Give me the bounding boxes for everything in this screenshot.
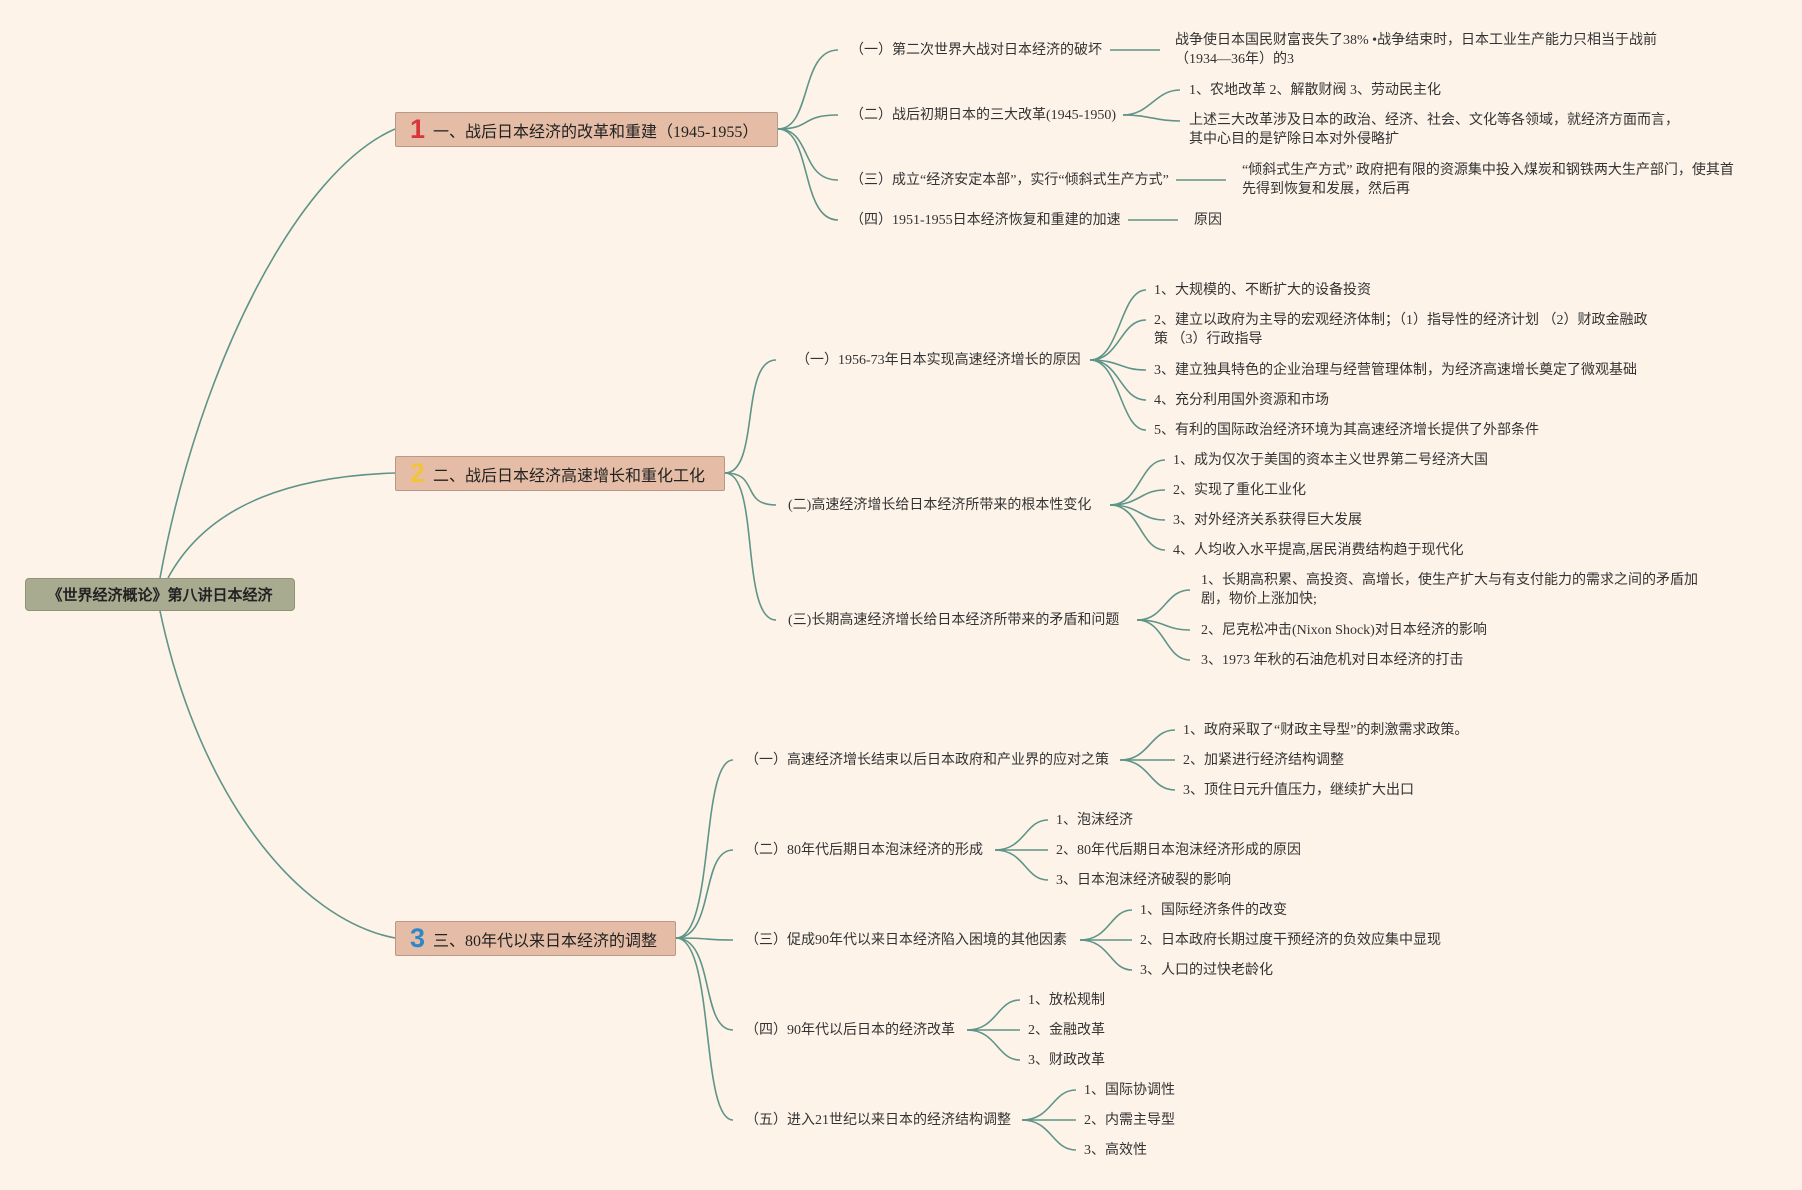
topic-2-2[interactable]: (二)高速经济增长给日本经济所带来的根本性变化 bbox=[788, 498, 1092, 513]
number-1-icon: 1 bbox=[410, 114, 426, 144]
topic-2-3-item-2[interactable]: 2、尼克松冲击(Nixon Shock)对日本经济的影响 bbox=[1201, 623, 1487, 638]
topic-2-1-link-2 bbox=[1089, 319, 1147, 361]
topic-3-4[interactable]: （四）90年代以后日本的经济改革 bbox=[745, 1023, 955, 1038]
topic-3-3-item-1[interactable]: 1、国际经济条件的改变 bbox=[1140, 903, 1287, 918]
topic-2-3-item-3[interactable]: 3、1973 年秋的石油危机对日本经济的打击 bbox=[1201, 653, 1464, 668]
root-link-2 bbox=[167, 472, 396, 579]
topic-1-2[interactable]: （二）战后初期日本的三大改革(1945-1950) bbox=[850, 108, 1116, 123]
section-3-link-1 bbox=[675, 759, 734, 939]
topic-3-1-item-2[interactable]: 2、加紧进行经济结构调整 bbox=[1183, 753, 1344, 768]
topic-3-3-item-2[interactable]: 2、日本政府长期过度干预经济的负效应集中显现 bbox=[1140, 933, 1441, 948]
topic-3-5-link-3 bbox=[1021, 1119, 1077, 1151]
topic-1-1[interactable]: （一）第二次世界大战对日本经济的破坏 bbox=[850, 43, 1102, 58]
topic-3-2-item-3[interactable]: 3、日本泡沫经济破裂的影响 bbox=[1056, 873, 1231, 888]
topic-3-2[interactable]: （二）80年代后期日本泡沫经济的形成 bbox=[745, 843, 983, 858]
section-2-link-3 bbox=[724, 472, 777, 621]
topic-3-1-item-1[interactable]: 1、政府采取了“财政主导型”的刺激需求政策。 bbox=[1183, 723, 1469, 738]
topic-2-1-item-4[interactable]: 4、充分利用国外资源和市场 bbox=[1154, 393, 1329, 408]
topic-2-2-link-1 bbox=[1109, 459, 1166, 506]
topic-1-2-item-1[interactable]: 1、农地改革 2、解散财阀 3、劳动民主化 bbox=[1189, 83, 1441, 98]
topic-3-2-link-3 bbox=[994, 849, 1049, 881]
topic-2-1-item-1[interactable]: 1、大规模的、不断扩大的设备投资 bbox=[1154, 283, 1371, 298]
root-link-1 bbox=[159, 128, 396, 579]
topic-3-2-link-1 bbox=[994, 819, 1049, 851]
topic-3-4-item-2[interactable]: 2、金融改革 bbox=[1028, 1023, 1105, 1038]
topic-3-5-item-2[interactable]: 2、内需主导型 bbox=[1084, 1113, 1175, 1128]
topic-1-2-link-1 bbox=[1122, 89, 1181, 116]
number-3-icon: 3 bbox=[410, 923, 426, 953]
topic-3-5-item-1[interactable]: 1、国际协调性 bbox=[1084, 1083, 1175, 1098]
root-link-3 bbox=[159, 610, 396, 939]
topic-2-1-item-2[interactable]: 2、建立以政府为主导的宏观经济体制；（1）指导性的经济计划 （2）财政金融政策 … bbox=[1154, 313, 1648, 347]
topic-3-5-item-3[interactable]: 3、高效性 bbox=[1084, 1143, 1147, 1158]
section-3-link-5 bbox=[675, 937, 734, 1121]
topic-1-3-item-1[interactable]: “倾斜式生产方式” 政府把有限的资源集中投入煤炭和钢铁两大生产部门，使其首先得到… bbox=[1242, 163, 1734, 197]
main-topic-2[interactable]: 2 二、战后日本经济高速增长和重化工化 bbox=[395, 456, 725, 491]
topic-1-4-item-1[interactable]: 原因 bbox=[1194, 213, 1222, 228]
topic-3-4-item-1[interactable]: 1、放松规制 bbox=[1028, 993, 1105, 1008]
section-3-link-4 bbox=[675, 937, 734, 1031]
topic-3-4-link-1 bbox=[966, 999, 1021, 1031]
topic-2-3[interactable]: (三)长期高速经济增长给日本经济所带来的矛盾和问题 bbox=[788, 613, 1120, 628]
topic-3-4-link-3 bbox=[966, 1029, 1021, 1061]
section-2-link-2 bbox=[724, 472, 777, 506]
topic-1-2-item-2[interactable]: 上述三大改革涉及日本的政治、经济、社会、文化等各领域，就经济方面而言，其中心目的… bbox=[1189, 113, 1679, 147]
main-topic-2-label: 二、战后日本经济高速增长和重化工化 bbox=[433, 467, 706, 485]
topic-3-3[interactable]: （三）促成90年代以来日本经济陷入困境的其他因素 bbox=[745, 933, 1067, 948]
topic-2-2-item-3[interactable]: 3、对外经济关系获得巨大发展 bbox=[1173, 513, 1362, 528]
section-1-link-1 bbox=[777, 49, 839, 130]
main-topic-3-label: 三、80年代以来日本经济的调整 bbox=[433, 932, 658, 950]
section-1-link-2 bbox=[777, 114, 839, 130]
topic-2-3-link-3 bbox=[1136, 619, 1191, 661]
topic-2-1-link-1 bbox=[1089, 289, 1147, 361]
topic-3-3-link-1 bbox=[1079, 909, 1133, 941]
main-topic-3[interactable]: 3 三、80年代以来日本经济的调整 bbox=[395, 921, 676, 956]
section-1-link-4 bbox=[777, 128, 839, 221]
section-3-link-3 bbox=[675, 937, 734, 941]
main-topic-1[interactable]: 1 一、战后日本经济的改革和重建（1945-1955） bbox=[395, 112, 778, 147]
topic-3-4-item-3[interactable]: 3、财政改革 bbox=[1028, 1053, 1105, 1068]
topic-2-1-item-5[interactable]: 5、有利的国际政治经济环境为其高速经济增长提供了外部条件 bbox=[1154, 423, 1539, 438]
topic-3-5-link-1 bbox=[1021, 1089, 1077, 1121]
topic-1-2-link-2 bbox=[1122, 114, 1181, 122]
topic-2-3-link-1 bbox=[1136, 589, 1191, 621]
topic-3-2-item-1[interactable]: 1、泡沫经济 bbox=[1056, 813, 1133, 828]
topic-2-2-link-2 bbox=[1109, 489, 1166, 506]
topic-2-2-item-2[interactable]: 2、实现了重化工业化 bbox=[1173, 483, 1306, 498]
topic-2-2-item-1[interactable]: 1、成为仅次于美国的资本主义世界第二号经济大国 bbox=[1173, 453, 1488, 468]
topic-3-1-link-3 bbox=[1119, 759, 1176, 791]
topic-3-2-item-2[interactable]: 2、80年代后期日本泡沫经济形成的原因 bbox=[1056, 843, 1301, 858]
topic-1-1-item-1[interactable]: 战争使日本国民财富丧失了38% •战争结束时，日本工业生产能力只相当于战前（19… bbox=[1175, 33, 1658, 67]
main-topic-1-label: 一、战后日本经济的改革和重建（1945-1955） bbox=[433, 123, 759, 141]
root-topic[interactable]: 《世界经济概论》第八讲日本经济 bbox=[25, 578, 295, 611]
topic-3-3-link-3 bbox=[1079, 939, 1133, 971]
topic-2-1[interactable]: （一）1956-73年日本实现高速经济增长的原因 bbox=[796, 353, 1081, 368]
topic-3-5[interactable]: （五）进入21世纪以来日本的经济结构调整 bbox=[745, 1113, 1011, 1128]
section-2-link-1 bbox=[724, 359, 777, 474]
topic-1-4[interactable]: （四）1951-1955日本经济恢复和重建的加速 bbox=[850, 213, 1121, 228]
topic-2-2-item-4[interactable]: 4、人均收入水平提高,居民消费结构趋于现代化 bbox=[1173, 543, 1464, 558]
topic-3-1-item-3[interactable]: 3、顶住日元升值压力，继续扩大出口 bbox=[1183, 783, 1414, 798]
topic-1-3[interactable]: （三）成立“经济安定本部”，实行“倾斜式生产方式” bbox=[850, 173, 1169, 188]
topic-3-1-link-1 bbox=[1119, 729, 1176, 761]
topic-2-3-item-1[interactable]: 1、长期高积累、高投资、高增长，使生产扩大与有支付能力的需求之间的矛盾加剧，物价… bbox=[1201, 573, 1698, 607]
topic-3-3-item-3[interactable]: 3、人口的过快老龄化 bbox=[1140, 963, 1273, 978]
topic-2-2-link-3 bbox=[1109, 504, 1166, 521]
topic-2-2-link-4 bbox=[1109, 504, 1166, 551]
section-1-link-3 bbox=[777, 128, 839, 181]
section-3-link-2 bbox=[675, 849, 734, 939]
topic-2-1-link-4 bbox=[1089, 359, 1147, 401]
topic-2-1-link-5 bbox=[1089, 359, 1147, 431]
topic-2-1-item-3[interactable]: 3、建立独具特色的企业治理与经营管理体制，为经济高速增长奠定了微观基础 bbox=[1154, 363, 1637, 378]
topic-3-1[interactable]: （一）高速经济增长结束以后日本政府和产业界的应对之策 bbox=[745, 753, 1109, 768]
number-2-icon: 2 bbox=[410, 458, 426, 488]
